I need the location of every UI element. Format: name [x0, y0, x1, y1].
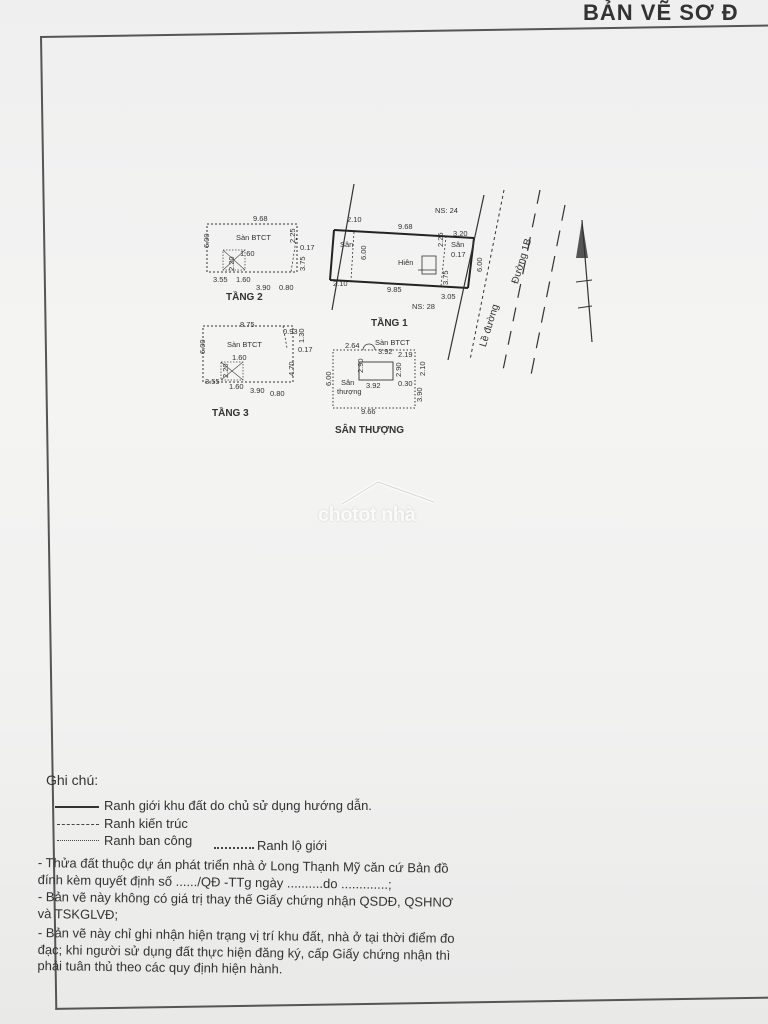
- floor-3-dim-r2: 0.17: [298, 345, 313, 354]
- floor-2-dim-b1: 3.55: [213, 275, 228, 284]
- floor-2-dim-top: 9.68: [253, 214, 268, 223]
- rooftop-dim-c: 2.19: [398, 350, 413, 359]
- house-roof-icon: [340, 479, 435, 506]
- legend-item-boundary: Ranh giới khu đất do chủ sử dụng hướng d…: [104, 798, 372, 813]
- floor-3-dim-tr1: 0.93: [283, 327, 298, 336]
- floor-2-dim-inner: 1.60: [240, 249, 255, 258]
- rooftop-dim-r1: 2.10: [418, 361, 427, 376]
- floor-2-dim-left: 6.00: [202, 233, 211, 248]
- floor-1-dim-h: 6.00: [359, 245, 368, 260]
- rooftop-plan: [332, 343, 416, 409]
- floor-1-san-left: Sân: [340, 240, 354, 249]
- floor-2-dim-v: 2.20: [227, 256, 236, 271]
- floor-3-dim-tr2: 1.30: [297, 328, 306, 343]
- floor-1-ns-top: NS: 24: [435, 206, 458, 215]
- floor-2-plan: [206, 223, 298, 273]
- floor-1-title: TẦNG 1: [371, 318, 408, 329]
- rooftop-dim-v1: 2.90: [356, 358, 365, 373]
- floor-3-dim-b4: 0.80: [270, 389, 285, 398]
- rooftop-san-btct: Sàn BTCT: [375, 338, 411, 347]
- floor-3-plan: [202, 325, 294, 383]
- floor-3-dim-left: 6.00: [198, 339, 207, 354]
- floor-1-dim-f: 3.05: [441, 292, 456, 301]
- rooftop-dim-r3: 3.90: [415, 387, 424, 402]
- floor-1-dim-d: 2.10: [333, 279, 348, 288]
- floor-1-san-right: Sân: [451, 240, 465, 249]
- floor-1-dim-a: 2.10: [347, 215, 362, 224]
- floor-3-title: TẦNG 3: [212, 408, 249, 419]
- floor-1-ns-bottom: NS: 28: [412, 302, 435, 311]
- legend-item-balcony: Ranh ban công: [104, 833, 193, 848]
- floor-1-dim-c: 3.20: [453, 229, 468, 238]
- floor-1-dim-j: 0.17: [451, 250, 466, 259]
- legend-item-architecture: Ranh kiến trúc: [104, 816, 188, 831]
- note-status: - Bản vẽ này chỉ ghi nhận hiện trạng vị …: [37, 925, 455, 977]
- floor-1-dim-b: 9.68: [398, 222, 413, 231]
- watermark: chotot nhà: [318, 478, 453, 530]
- floor-3-dim-b2: 1.60: [229, 382, 244, 391]
- rooftop-dim-b: 3.92: [378, 347, 393, 356]
- document-title: BẢN VẼ SƠ Đ: [583, 0, 739, 25]
- floor-3-dim-b3: 3.90: [250, 386, 265, 395]
- rooftop-title: SÂN THƯỢNG: [335, 425, 405, 436]
- legend-dotted-line: [57, 840, 99, 841]
- floor-3-dim-r3: 4.70: [287, 361, 296, 376]
- rooftop-dim-left: 6.00: [324, 371, 333, 386]
- floor-3-dim-v: 2.20: [221, 363, 230, 378]
- legend-dashed-line: [57, 824, 99, 825]
- rooftop-dim-a: 2.64: [345, 341, 360, 350]
- notes-heading: Ghi chú:: [46, 772, 99, 788]
- rooftop-dim-mid: 3.92: [366, 381, 381, 390]
- rooftop-thuong-label: thượng: [337, 387, 362, 396]
- floor-3-san-label: Sàn BTCT: [227, 340, 263, 349]
- floor-1-dim-e: 9.85: [387, 285, 402, 294]
- floor-2-dim-b4: 0.80: [279, 283, 294, 292]
- rooftop-dim-v2: 2.90: [394, 362, 403, 377]
- watermark-text: chotot nhà: [318, 504, 416, 526]
- north-arrow-icon: [575, 219, 593, 343]
- floor-3-dim-inner: 1.60: [232, 353, 247, 362]
- floor-1-plan: [329, 183, 475, 311]
- floor-1-hien: Hiên: [398, 258, 414, 267]
- floor-2-dim-r2: 0.17: [300, 243, 315, 252]
- legend-item-road: Ranh lộ giới: [257, 838, 327, 853]
- note-validity: - Bản vẽ này không có giá trị thay thế G…: [37, 889, 454, 922]
- floor-2-dim-r1: 2.25: [288, 228, 297, 243]
- floor-3-dim-b1: 3.55: [205, 377, 220, 386]
- floor-3-dim-top: 8.75: [240, 320, 255, 329]
- rooftop-san-label: Sân: [341, 378, 355, 387]
- rooftop-dim-bottom: 9.66: [361, 407, 376, 416]
- street-lines: [447, 189, 566, 380]
- floor-2-dim-b2: 1.60: [236, 275, 251, 284]
- note-project: - Thửa đất thuộc dự án phát triển nhà ở …: [37, 855, 449, 892]
- floor-2-san-label: Sàn BTCT: [236, 233, 272, 242]
- rooftop-dim-r2: 0.30: [398, 379, 413, 388]
- floor-2-dim-r3: 3.75: [298, 256, 307, 271]
- legend-road-line: [214, 847, 254, 849]
- floor-2-title: TẦNG 2: [226, 292, 263, 303]
- legend-solid-line: [55, 806, 99, 808]
- floor-2-dim-b3: 3.90: [256, 283, 271, 292]
